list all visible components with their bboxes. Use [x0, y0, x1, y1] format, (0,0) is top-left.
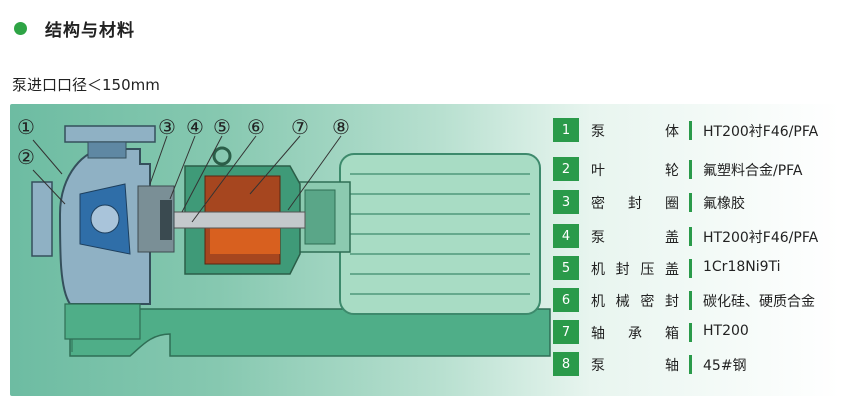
callout-1: ① [17, 115, 35, 139]
part-name-char: 叶 [591, 163, 605, 179]
separator-bar [689, 259, 692, 278]
part-name-char: 压 [640, 262, 655, 278]
separator-bar [689, 227, 692, 246]
callout-4: ④ [186, 115, 204, 139]
separator-bar [689, 121, 692, 140]
callout-8: ⑧ [332, 115, 350, 139]
part-name-char: 轴 [591, 326, 605, 342]
part-number-badge: 3 [553, 190, 579, 214]
separator-bar [689, 160, 692, 179]
part-number-badge: 4 [553, 224, 579, 248]
part-name-char: 泵 [591, 124, 605, 140]
separator-bar [689, 193, 692, 212]
part-name-char: 密 [591, 196, 605, 212]
part-material: HT200衬F46/PFA [703, 230, 819, 246]
part-name-char: 圈 [665, 196, 679, 212]
part-row: 2 叶轮 氟塑料合金/PFA [553, 157, 843, 181]
part-name-char: 封 [664, 294, 679, 310]
part-number-badge: 1 [553, 118, 579, 142]
callout-2: ② [17, 145, 35, 169]
part-name-char: 封 [615, 262, 630, 278]
part-name-char: 密 [640, 294, 655, 310]
part-material: 1Cr18Ni9Ti [703, 259, 781, 275]
part-name-char: 盖 [665, 230, 679, 246]
part-row: 5 机封压盖 1Cr18Ni9Ti [553, 256, 843, 280]
callout-5: ⑤ [213, 115, 231, 139]
part-name-char: 盖 [664, 262, 679, 278]
part-number-badge: 6 [553, 288, 579, 312]
part-number-badge: 2 [553, 157, 579, 181]
part-row: 7 轴 承 箱 HT200 [553, 320, 843, 344]
bullet-dot-icon [14, 22, 27, 35]
separator-bar [689, 323, 692, 342]
part-name-char: 机 [591, 262, 605, 278]
section-title: 结构与材料 [45, 21, 135, 41]
part-name-char: 箱 [665, 326, 679, 342]
part-number-badge: 8 [553, 352, 579, 376]
part-number-badge: 5 [553, 256, 579, 280]
part-name-char: 封 [628, 196, 642, 212]
pump-structure-panel: ① ② ③ ④ ⑤ ⑥ ⑦ ⑧ [10, 104, 840, 396]
part-name-char: 泵 [591, 358, 605, 374]
part-name: 泵轴 [591, 355, 679, 375]
part-material: 氟塑料合金/PFA [703, 163, 803, 179]
part-material: 45#钢 [703, 358, 747, 374]
part-name-char: 体 [665, 124, 679, 140]
callout-7: ⑦ [291, 115, 309, 139]
part-row: 3 密 封 圈 氟橡胶 [553, 190, 843, 214]
separator-bar [689, 291, 692, 310]
part-name: 轴承箱 [591, 323, 679, 343]
part-material: HT200 [703, 323, 749, 339]
part-name: 机械密封 [591, 291, 679, 311]
part-row: 4 泵盖 HT200衬F46/PFA [553, 224, 843, 248]
part-row: 1 泵体 HT200衬F46/PFA [553, 118, 843, 142]
part-name-char: 械 [615, 294, 630, 310]
part-name: 泵体 [591, 121, 679, 141]
callout-3: ③ [158, 115, 176, 139]
part-name: 叶轮 [591, 160, 679, 180]
part-row: 6 机械密封 碳化硅、硬质合金 [553, 288, 843, 312]
part-name-char: 承 [628, 326, 642, 342]
part-name-char: 泵 [591, 230, 605, 246]
callout-6: ⑥ [247, 115, 265, 139]
part-material: 碳化硅、硬质合金 [703, 294, 815, 310]
part-name: 机封压盖 [591, 259, 679, 279]
part-name-char: 机 [591, 294, 605, 310]
separator-bar [689, 355, 692, 374]
part-material: HT200衬F46/PFA [703, 124, 819, 140]
part-name: 密封圈 [591, 193, 679, 213]
part-name: 泵盖 [591, 227, 679, 247]
part-name-char: 轴 [665, 358, 679, 374]
pump-cross-section-drawing: ① ② ③ ④ ⑤ ⑥ ⑦ ⑧ [17, 115, 551, 357]
inlet-size-label: 泵进口口径＜150mm [12, 76, 160, 94]
part-number-badge: 7 [553, 320, 579, 344]
part-material: 氟橡胶 [703, 196, 745, 212]
part-name-char: 轮 [665, 163, 679, 179]
section-header: 结构与材料 [14, 16, 135, 41]
part-row: 8 泵轴 45#钢 [553, 352, 843, 376]
